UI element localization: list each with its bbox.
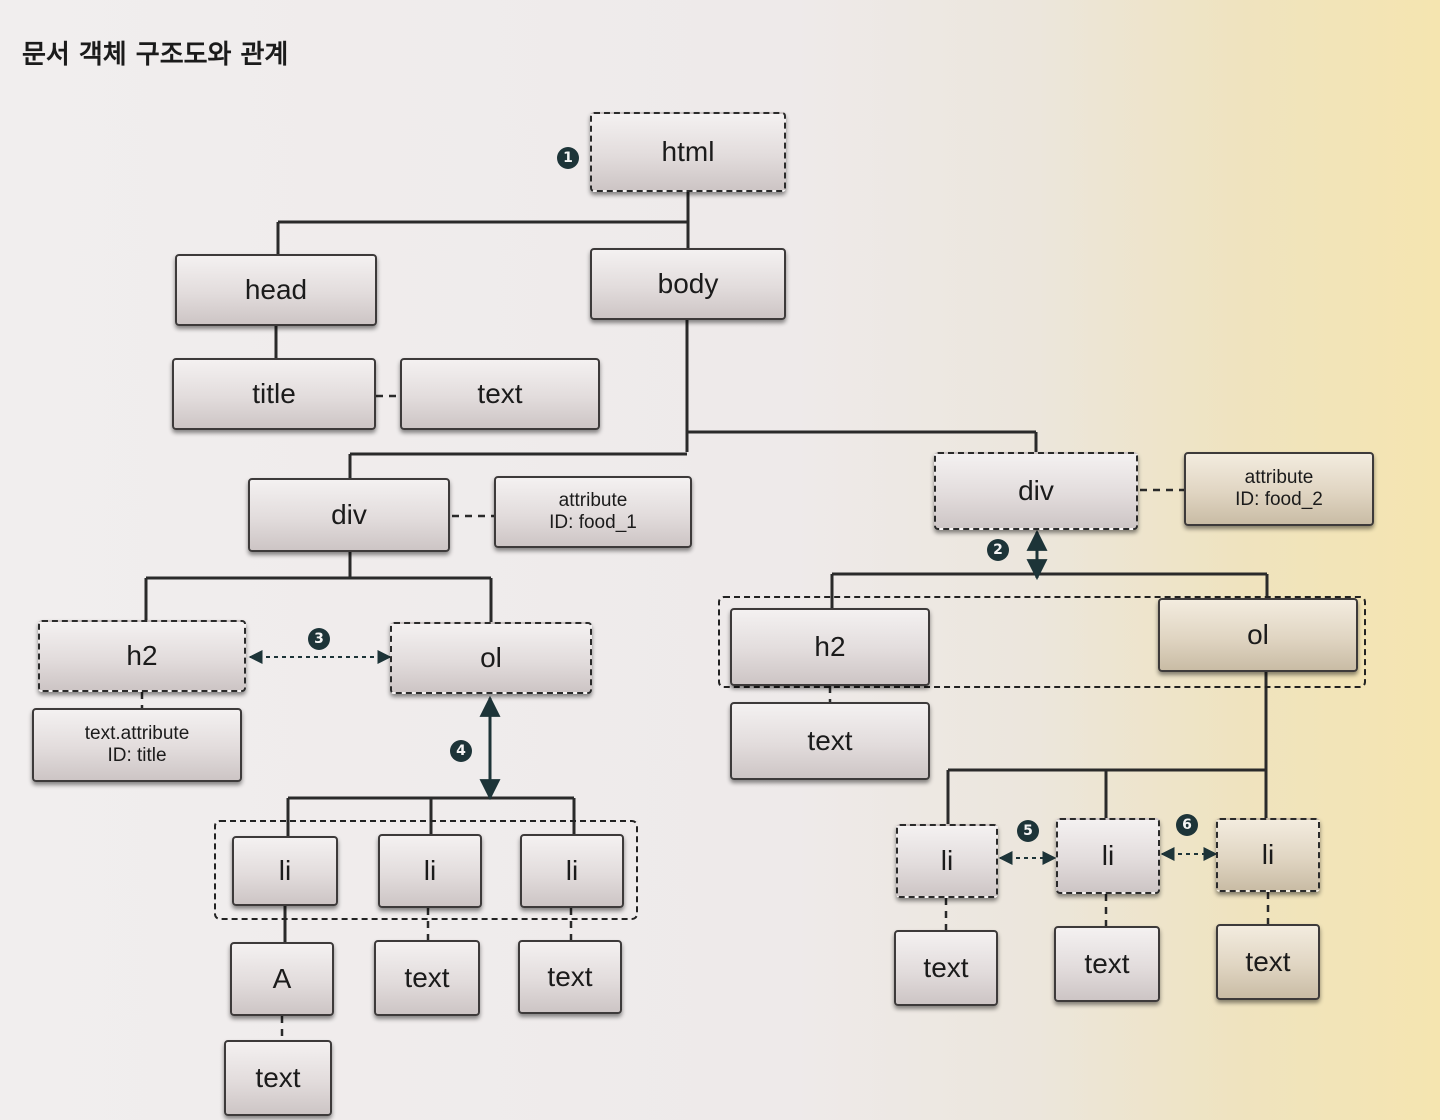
node-title-text: text <box>400 358 600 430</box>
node-li-left-3-text: text <box>518 940 622 1014</box>
node-li-left-2-text: text <box>374 940 480 1016</box>
badge-2: 2 <box>987 539 1009 561</box>
node-title: title <box>172 358 376 430</box>
node-li-right-1-text: text <box>894 930 998 1006</box>
node-div-food2: div <box>934 452 1138 530</box>
attribute-label: attribute <box>558 490 628 512</box>
node-a-text: text <box>224 1040 332 1116</box>
node-div-food2-attribute: attribute ID: food_2 <box>1184 452 1374 526</box>
badge-5: 5 <box>1017 820 1039 842</box>
tree-line-ol-right-li <box>946 672 1268 824</box>
node-h2-right: h2 <box>730 608 930 686</box>
node-ol-left: ol <box>390 622 592 694</box>
tree-line-body <box>348 320 1038 478</box>
group-box-li-left <box>214 820 638 920</box>
attribute-id: ID: food_1 <box>549 512 637 533</box>
badge-3: 3 <box>308 628 330 650</box>
node-h2-left-text-attribute: text.attribute ID: title <box>32 708 242 782</box>
node-div-food1-attribute: attribute ID: food_1 <box>494 476 692 548</box>
badge-6: 6 <box>1176 814 1198 836</box>
node-h2-right-text: text <box>730 702 930 780</box>
badge-1: 1 <box>557 147 579 169</box>
node-html: html <box>590 112 786 192</box>
node-h2-left: h2 <box>38 620 246 692</box>
page-title: 문서 객체 구조도와 관계 <box>22 40 289 70</box>
node-li-right-3: li <box>1216 818 1320 892</box>
tree-line-html <box>276 192 690 254</box>
text-attribute-label: text.attribute <box>84 723 190 745</box>
tree-line-div1 <box>144 552 493 622</box>
attribute-id: ID: food_2 <box>1235 489 1323 510</box>
node-li-right-2: li <box>1056 818 1160 894</box>
tree-line-div2 <box>830 572 1269 608</box>
node-li-left-1: li <box>232 836 338 906</box>
node-li-right-2-text: text <box>1054 926 1160 1002</box>
badge-4: 4 <box>450 740 472 762</box>
attribute-label: attribute <box>1244 467 1314 489</box>
node-li-left-3: li <box>520 834 624 908</box>
node-ol-right: ol <box>1158 598 1358 672</box>
node-li-right-3-text: text <box>1216 924 1320 1000</box>
node-li-left-2: li <box>378 834 482 908</box>
node-head: head <box>175 254 377 326</box>
text-attribute-id: ID: title <box>107 745 167 766</box>
node-li-right-1: li <box>896 824 998 898</box>
node-body: body <box>590 248 786 320</box>
group-box-h2-ol-right <box>718 596 1366 688</box>
node-div-food1: div <box>248 478 450 552</box>
tree-line-ol-left-li <box>286 796 576 836</box>
node-a: A <box>230 942 334 1016</box>
